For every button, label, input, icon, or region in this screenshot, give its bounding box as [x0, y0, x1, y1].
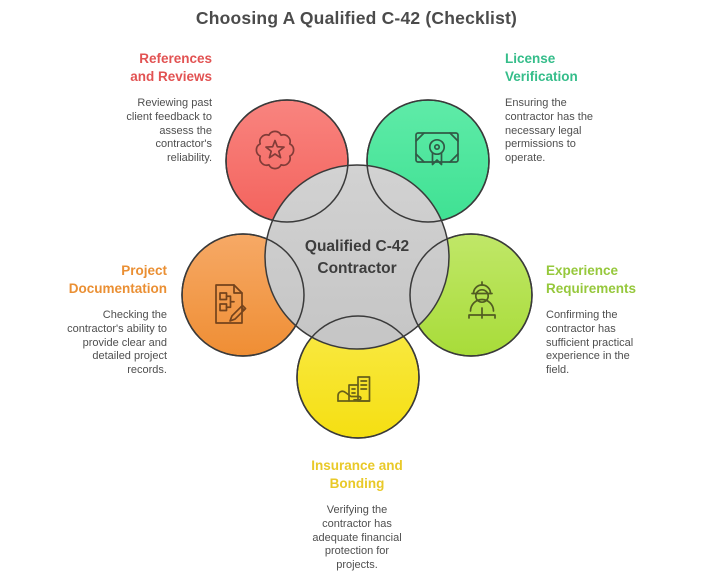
document-pencil-icon [215, 284, 247, 324]
section-description: Ensuring the contractor has the necessar… [505, 97, 594, 165]
section-description: Confirming the contractor has sufficient… [546, 309, 634, 377]
section-heading: Project Documentation [68, 263, 167, 296]
section-project-documentation: Project Documentation Checking the contr… [62, 262, 167, 378]
circle-references-outline [225, 99, 349, 223]
certificate-icon [415, 132, 459, 166]
center-circle-label: Qualified C-42 Contractor [304, 238, 410, 278]
circle-experience-outline [409, 233, 533, 357]
section-heading: References and Reviews [130, 51, 212, 84]
section-heading: Insurance and Bonding [311, 458, 403, 491]
section-description: Checking the contractor's ability to pro… [67, 309, 167, 377]
hand-buildings-icon [337, 376, 371, 402]
section-references-and-reviews: References and Reviews Reviewing past cl… [117, 50, 212, 166]
circle-center [264, 164, 450, 350]
section-heading: Experience Requirements [546, 263, 637, 296]
worker-hard-hat-icon [468, 281, 496, 319]
circle-insurance-outline [296, 315, 420, 439]
section-heading: License Verification [505, 51, 578, 84]
section-insurance-and-bonding: Insurance and Bonding Verifying the cont… [307, 457, 407, 573]
circle-project-outline [181, 233, 305, 357]
section-description: Verifying the contractor has adequate fi… [312, 504, 402, 572]
rosette-star-badge-icon [255, 130, 295, 170]
section-license-verification: License Verification Ensuring the contra… [505, 50, 600, 166]
section-description: Reviewing past client feedback to assess… [126, 97, 212, 165]
circle-license-outline [366, 99, 490, 223]
page-title: Choosing A Qualified C-42 (Checklist) [195, 8, 518, 28]
section-experience-requirements: Experience Requirements Confirming the c… [546, 262, 641, 378]
